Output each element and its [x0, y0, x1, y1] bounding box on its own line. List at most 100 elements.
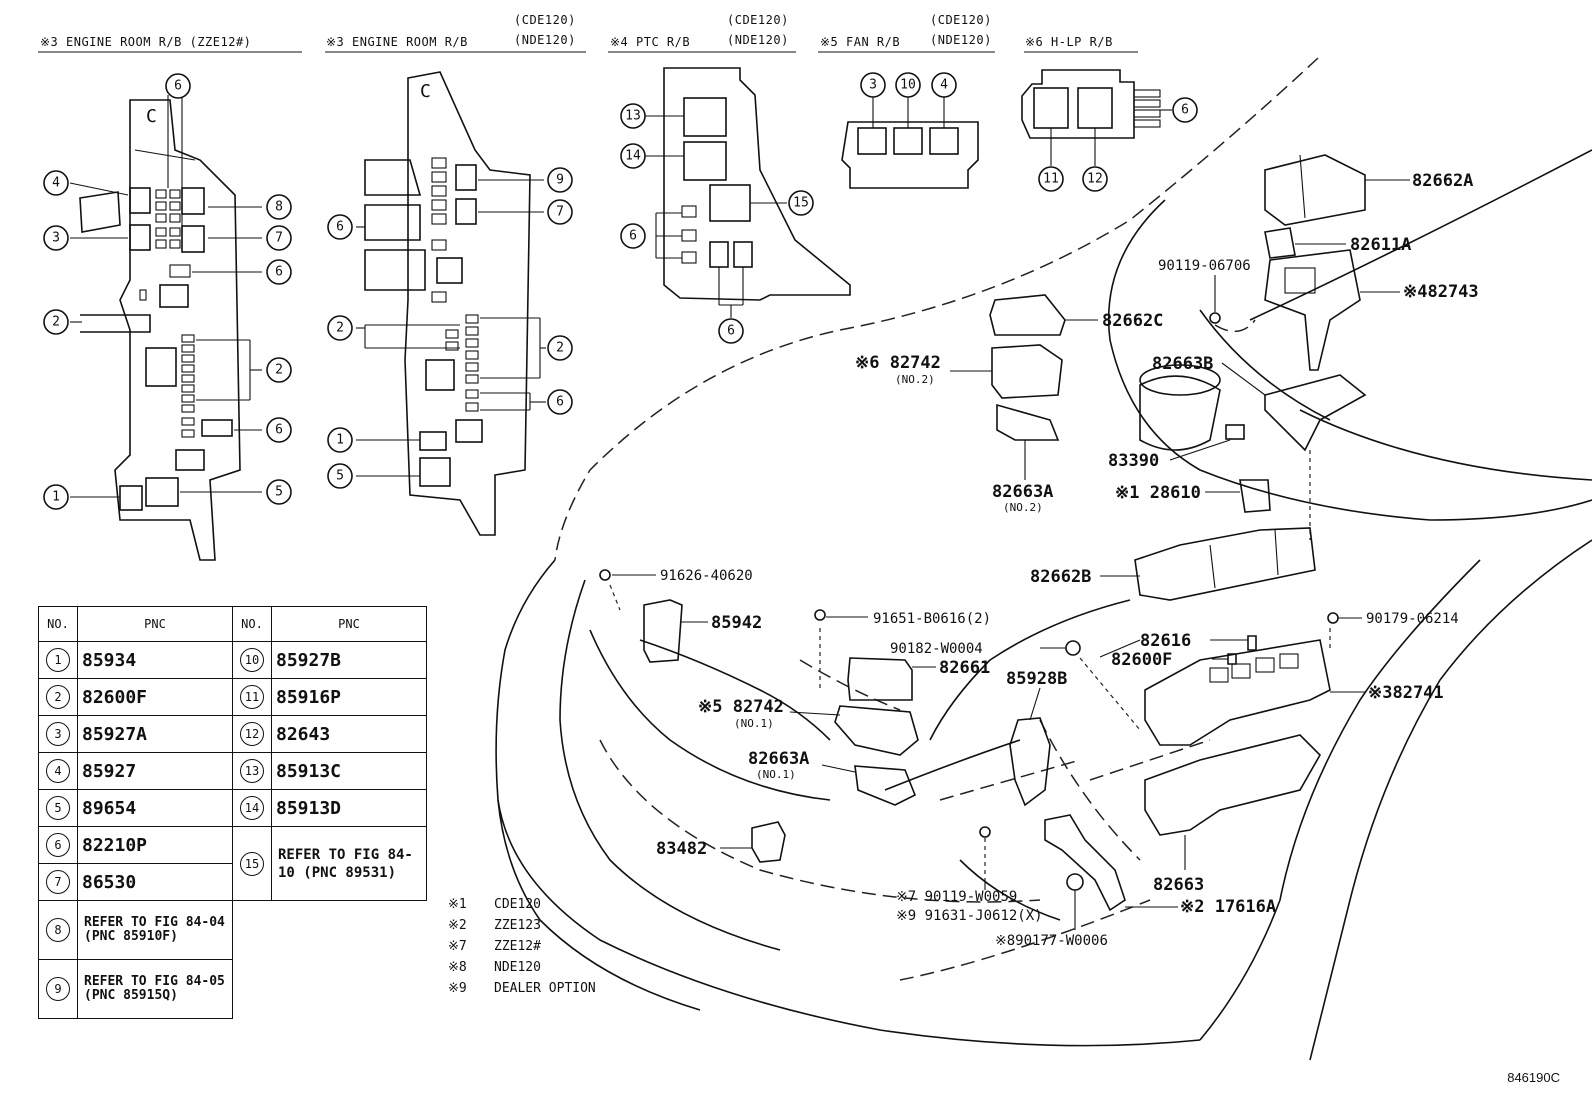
label-17616a: ※2 17616A: [1180, 897, 1276, 917]
row-number: 3: [46, 722, 70, 746]
row-number: 13: [240, 759, 264, 783]
row-number: 14: [240, 796, 264, 820]
svg-text:6: 6: [727, 324, 735, 339]
header-engine-room-rb-zze: ※3 ENGINE ROOM R/B (ZZE12#): [40, 35, 251, 49]
svg-text:C: C: [146, 106, 157, 127]
svg-text:4: 4: [940, 78, 948, 93]
row-number: 8: [46, 918, 70, 942]
row-number: 10: [240, 648, 264, 672]
table-row: 2 82600F 11 85916P: [38, 678, 427, 716]
svg-text:12: 12: [1087, 172, 1103, 187]
label-82741: ※382741: [1368, 683, 1444, 703]
label-82742-no1-sub: (NO.1): [734, 717, 774, 730]
row-number: 6: [46, 833, 70, 857]
col-no-left: NO.: [38, 606, 78, 642]
ptc-rb-inset: 13 14 6 15 6: [620, 67, 851, 344]
row-number: 11: [240, 685, 264, 709]
label-82742-no2-sub: (NO.2): [895, 373, 935, 386]
pnc-value: 85913C: [271, 752, 427, 790]
header-fan-model-2: (NDE120): [930, 33, 992, 47]
header-ptc-model-2: (NDE120): [727, 33, 789, 47]
label-82663a-no2-sub: (NO.2): [1003, 501, 1043, 514]
label-82663a-no2: 82663A: [992, 482, 1053, 502]
header-ptc-model-1: (CDE120): [727, 13, 789, 27]
table-row: 3 85927A 12 82643: [38, 715, 427, 753]
header-engine-room-rb: ※3 ENGINE ROOM R/B: [326, 35, 468, 49]
part-shapes: [599, 154, 1367, 912]
label-82661: 82661: [939, 658, 990, 678]
svg-text:C: C: [420, 81, 431, 102]
row-number: 5: [46, 796, 70, 820]
svg-text:6: 6: [1181, 103, 1189, 118]
row-number: 12: [240, 722, 264, 746]
pnc-value: 86530: [77, 863, 233, 901]
label-82611a: 82611A: [1350, 235, 1411, 255]
label-82616: 82616: [1140, 631, 1191, 651]
row-number: 4: [46, 759, 70, 783]
fan-rb-inset: 3 10 4: [841, 72, 979, 189]
label-82600f: 82600F: [1111, 650, 1172, 670]
figure-code: 846190C: [1507, 1070, 1560, 1085]
svg-text:6: 6: [275, 265, 283, 280]
pnc-value: 82600F: [77, 678, 233, 716]
table-row: 5 89654 14 85913D: [38, 789, 427, 827]
row-number: 7: [46, 870, 70, 894]
svg-text:7: 7: [556, 205, 564, 220]
svg-text:4: 4: [52, 176, 60, 191]
header-hlp-rb: ※6 H-LP R/B: [1025, 35, 1113, 49]
pnc-value: 82643: [271, 715, 427, 753]
table-row: 7 86530: [38, 863, 427, 901]
svg-text:15: 15: [793, 196, 809, 211]
pnc-refer-note: REFER TO FIG 84-04 (PNC 85910F): [77, 900, 233, 960]
svg-text:8: 8: [275, 200, 283, 215]
row-number: 1: [46, 648, 70, 672]
col-no-right: NO.: [232, 606, 272, 642]
pnc-value: 85934: [77, 641, 233, 679]
table-header-row: NO. PNC NO. PNC: [38, 606, 427, 642]
svg-text:2: 2: [275, 363, 283, 378]
header-ptc-rb: ※4 PTC R/B: [610, 35, 690, 49]
pnc-value: 85916P: [271, 678, 427, 716]
svg-text:3: 3: [869, 78, 877, 93]
pnc-refer-note: REFER TO FIG 84-10 (PNC 89531): [271, 826, 427, 901]
label-82663b: 82663B: [1152, 354, 1213, 374]
pnc-value: 82210P: [77, 826, 233, 864]
callout-circles: 6 4 3 2 1 8 7 6 2 6 5: [43, 73, 292, 510]
label-91626-40620: 91626-40620: [660, 568, 753, 584]
pnc-value: 85927A: [77, 715, 233, 753]
row-number: 2: [46, 685, 70, 709]
label-90119-06706: 90119-06706: [1158, 258, 1251, 274]
callout-circles-2: 6 2 1 5 9 7 2 6: [327, 167, 573, 489]
pnc-value: 89654: [77, 789, 233, 827]
label-90177-w0006: ※890177-W0006: [995, 933, 1108, 949]
table-row: 9 REFER TO FIG 84-05 (PNC 85915Q): [38, 959, 427, 1019]
svg-text:5: 5: [336, 469, 344, 484]
svg-text:6: 6: [275, 423, 283, 438]
header-engine-room-model-1: (CDE120): [514, 13, 576, 27]
header-fan-rb: ※5 FAN R/B: [820, 35, 900, 49]
row-number: 9: [46, 977, 70, 1001]
label-82742-no1: ※5 82742: [698, 697, 784, 717]
pnc-value: 85927: [77, 752, 233, 790]
header-engine-room-model-2: (NDE120): [514, 33, 576, 47]
svg-text:11: 11: [1043, 172, 1059, 187]
label-83390: 83390: [1108, 451, 1159, 471]
label-82663a-no1: 82663A: [748, 749, 809, 769]
label-83482: 83482: [656, 839, 707, 859]
label-91631-j0612: ※9 91631-J0612(X): [896, 908, 1043, 924]
table-row: 8 REFER TO FIG 84-04 (PNC 85910F): [38, 900, 427, 960]
pnc-refer-note: REFER TO FIG 84-05 (PNC 85915Q): [77, 959, 233, 1019]
svg-text:6: 6: [556, 395, 564, 410]
label-91651-b0616: 91651-B0616(2): [873, 611, 991, 627]
part-labels: 82662A 82611A 90119-06706 ※482743 82662C…: [612, 171, 1479, 949]
svg-text:13: 13: [625, 109, 641, 124]
svg-text:2: 2: [556, 341, 564, 356]
svg-text:2: 2: [52, 315, 60, 330]
svg-text:2: 2: [336, 321, 344, 336]
label-28610: ※1 28610: [1115, 483, 1201, 503]
label-85942: 85942: [711, 613, 762, 633]
